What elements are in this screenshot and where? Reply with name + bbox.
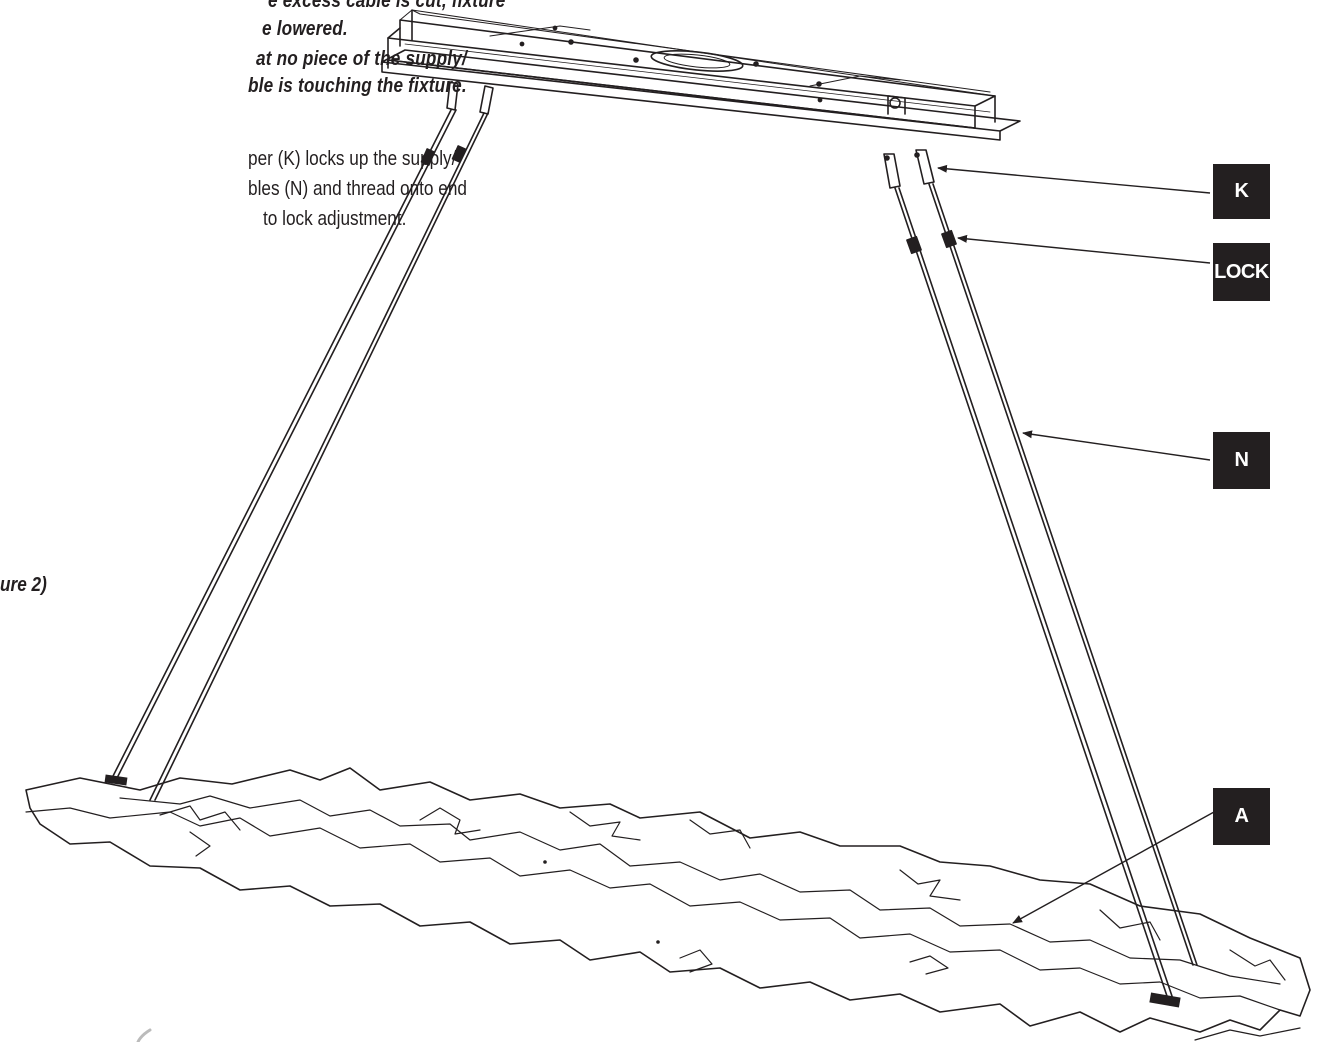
fixture-body bbox=[25, 767, 1311, 1042]
warning-note-line-4: ble is touching the fixture. bbox=[248, 75, 467, 97]
step-text-line-1: per (K) locks up the supply/ bbox=[248, 148, 457, 170]
callout-label-k: K bbox=[1213, 164, 1270, 219]
leader-line-lock bbox=[957, 234, 1211, 264]
warning-note-line-3: at no piece of the supply/ bbox=[256, 48, 467, 70]
leader-line-a bbox=[1012, 811, 1215, 924]
leader-line-n bbox=[1022, 430, 1211, 461]
figure-reference: ure 2) bbox=[0, 574, 47, 596]
step-text-line-2: bles (N) and thread onto end bbox=[248, 178, 467, 200]
step-text-line-3: to lock adjustment. bbox=[263, 208, 407, 230]
canopy-box bbox=[381, 9, 1021, 141]
leader-line-k bbox=[937, 164, 1211, 194]
right-cable-assembly bbox=[883, 149, 1198, 1006]
warning-note-line-2: e lowered. bbox=[262, 18, 348, 40]
left-cable-assembly bbox=[109, 81, 494, 801]
callout-label-lock: LOCK bbox=[1213, 243, 1270, 301]
callout-label-a: A bbox=[1213, 788, 1270, 845]
callout-label-n: N bbox=[1213, 432, 1270, 489]
warning-note-line-1: e excess cable is cut, fixture bbox=[268, 0, 506, 12]
